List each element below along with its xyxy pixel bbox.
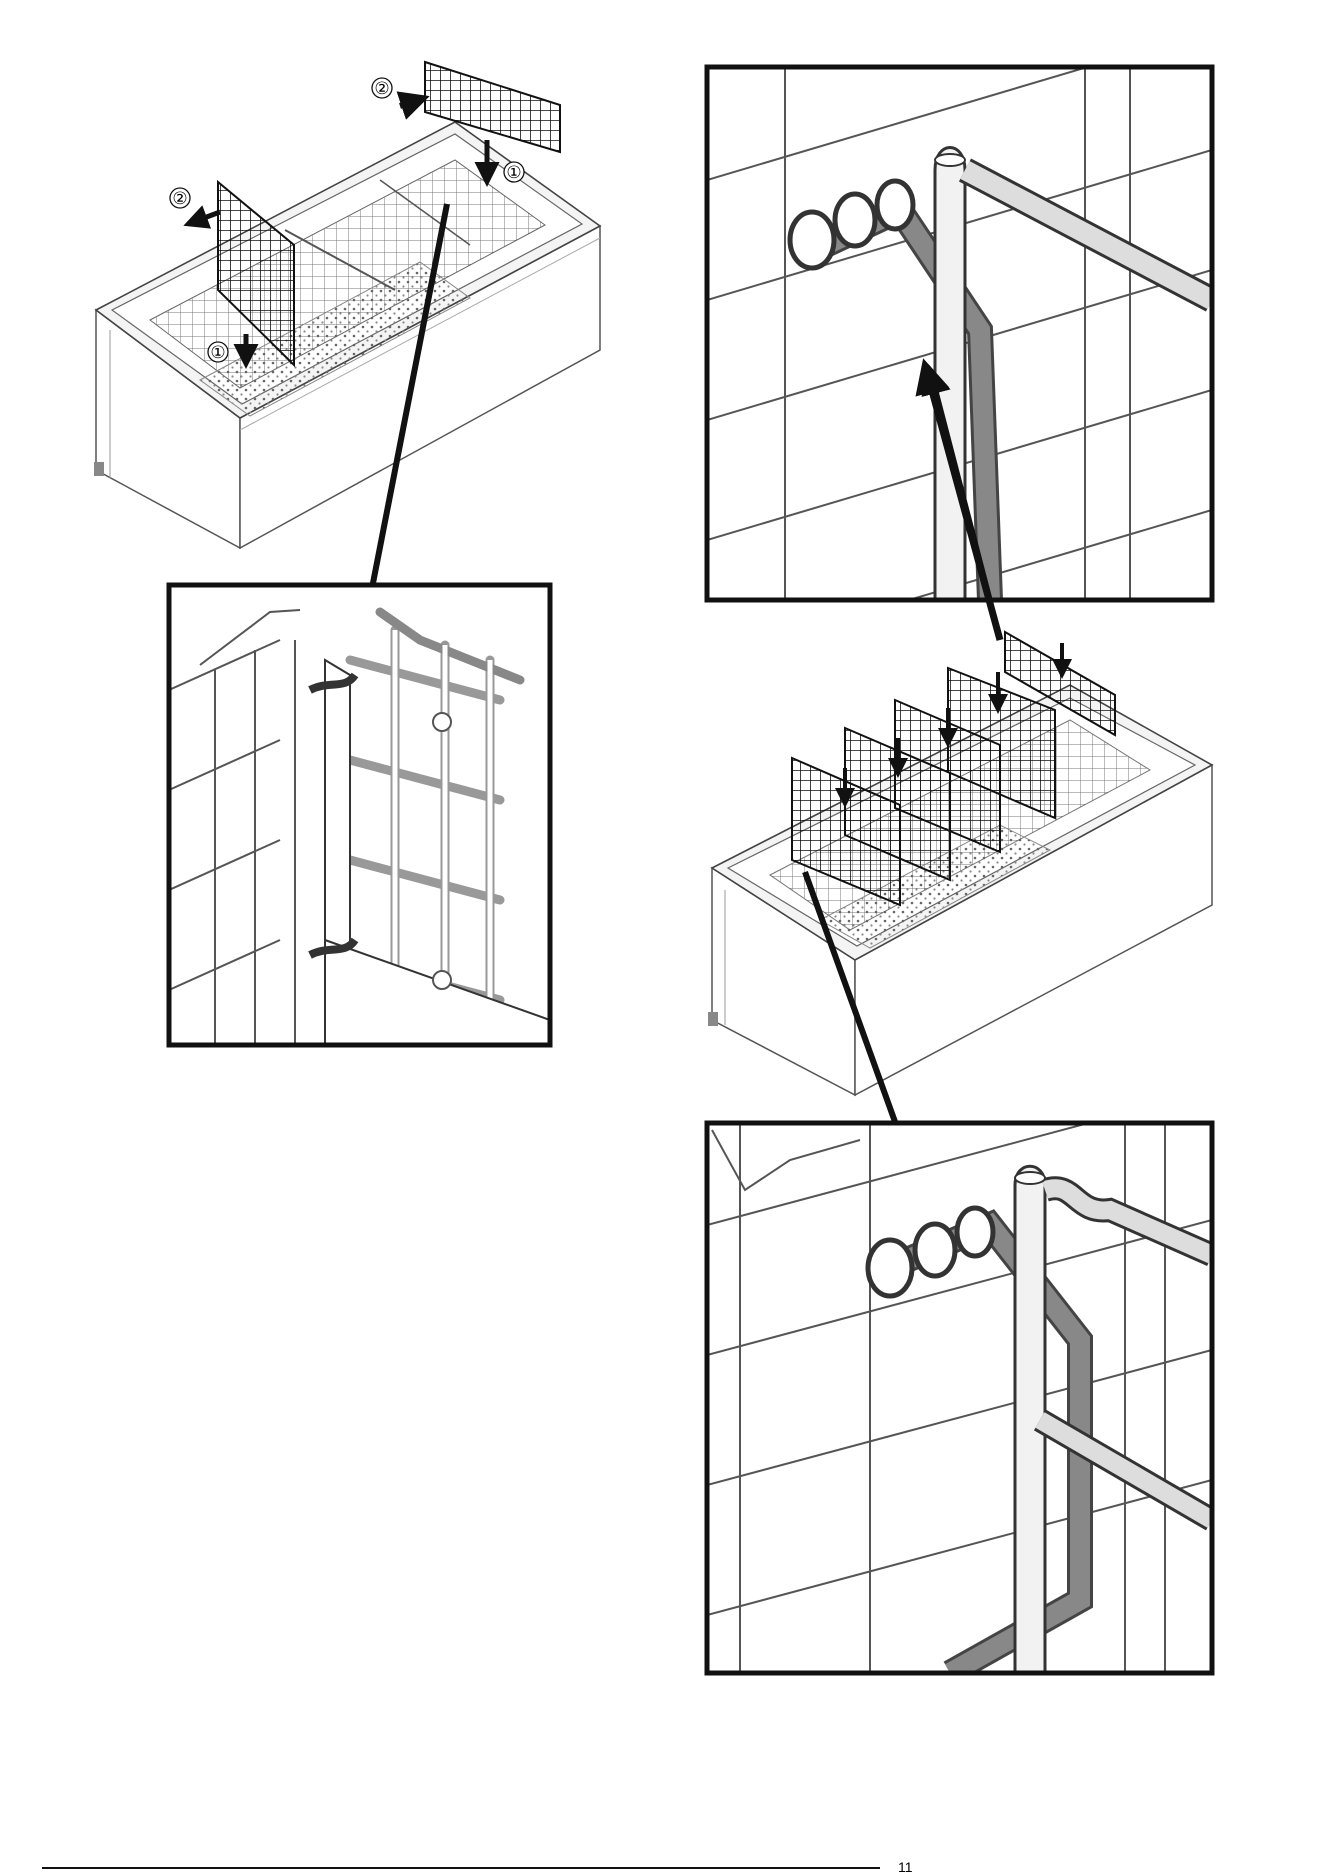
step-1-label: ①: [210, 343, 225, 363]
step-2-label: ②: [374, 79, 389, 99]
detail-view-divider-hook-bottom: [707, 1090, 1212, 1673]
freezer-top-left: [94, 122, 600, 548]
detail-view-corner-hook: [169, 585, 550, 1045]
page-number: 11: [898, 1859, 913, 1872]
step-2-label: ②: [172, 189, 187, 209]
detail-view-divider-hook-top: [707, 30, 1212, 660]
arrow-pull-out-icon: [188, 212, 220, 224]
arrow-push-in-icon: [400, 98, 424, 106]
step-1-label: ①: [506, 163, 521, 183]
